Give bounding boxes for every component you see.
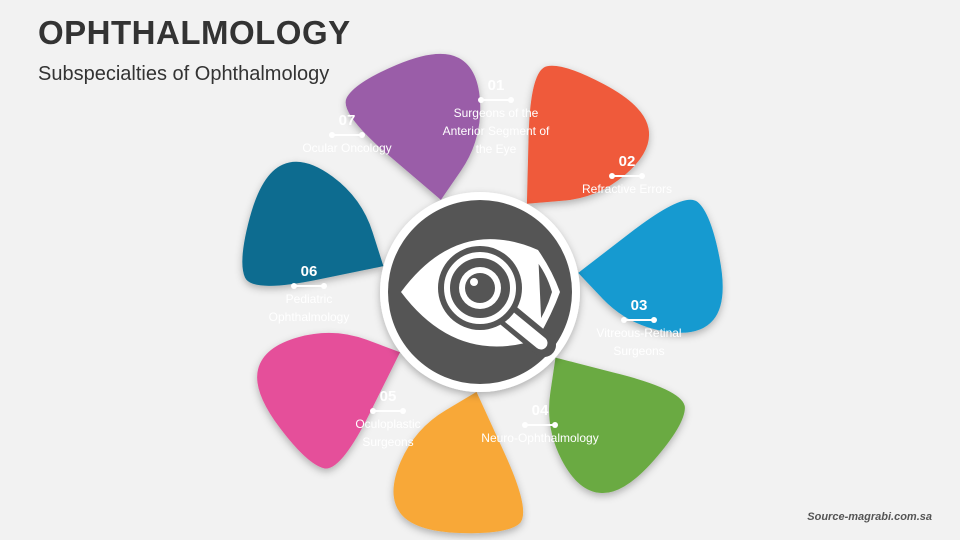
page-subtitle: Subspecialties of Ophthalmology: [38, 63, 330, 85]
petal-divider: [478, 97, 514, 103]
petal-number: 01: [487, 77, 505, 94]
petal-label: Refractive Errors: [581, 182, 673, 196]
petal-label: Surgeons of the Anterior Segment of the …: [442, 106, 550, 156]
petal-number: 05: [379, 388, 397, 405]
petal-divider: [370, 408, 406, 414]
petal-number: 03: [630, 297, 648, 314]
petal-label: Ocular Oncology: [302, 141, 392, 155]
petal-04: [549, 357, 685, 494]
source-credit: Source-magrabi.com.sa: [807, 511, 932, 523]
petal-06: [257, 332, 401, 469]
petal-number: 07: [338, 112, 356, 129]
petal-number: 04: [531, 402, 549, 419]
petal-divider: [621, 317, 657, 323]
eye-magnifier-icon: [401, 239, 560, 357]
petal-label: Oculoplastic Surgeons: [355, 417, 421, 449]
petal-label: Pediatric Ophthalmology: [268, 292, 350, 324]
petal-02: [526, 65, 650, 204]
petal-label: Vitreous-Retinal Surgeons: [596, 326, 682, 358]
petal-01: [345, 53, 481, 200]
petal-03: [578, 199, 723, 333]
petal-number: 06: [300, 263, 318, 280]
petal-label: Neuro-Ophthalmology: [481, 431, 599, 445]
petal-number: 02: [618, 153, 636, 170]
petal-divider: [522, 422, 558, 428]
petal-divider: [291, 283, 327, 289]
petal-07: [242, 161, 384, 286]
petal-divider: [609, 173, 645, 179]
petal-05: [393, 391, 524, 534]
petal-divider: [329, 132, 365, 138]
page-title: OPHTHALMOLOGY: [38, 14, 351, 51]
